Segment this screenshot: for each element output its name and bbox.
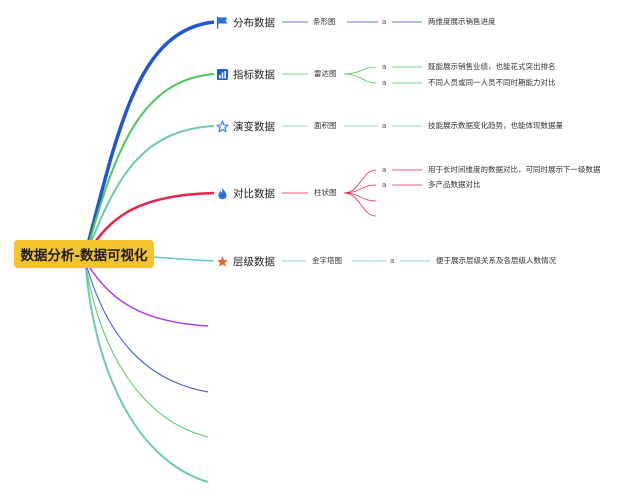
subtopic-label[interactable]: 柱状图 [314,188,337,197]
connector [343,73,377,84]
topic-label: 指标数据 [233,68,275,81]
topic-distribution[interactable]: 分布数据 [216,14,275,30]
leaf-item[interactable]: 不同人员或同一人员不同时期能力对比 [428,78,556,87]
empty-branch-4 [85,267,209,483]
topic-label: 分布数据 [233,16,275,29]
subtopic-label[interactable]: 金字塔图 [312,256,342,265]
topic-indicator[interactable]: 指标数据 [216,66,275,82]
connector [343,192,377,217]
star-outline-icon [216,119,229,132]
leaf-item[interactable]: 技能展示数据变化趋势，也能体现数据量 [428,121,563,130]
topic-label: 对比数据 [233,187,275,200]
marker: a [382,63,387,71]
marker: a [382,122,387,130]
marker: a [382,181,387,189]
empty-branch-1 [85,261,209,327]
chart-icon [217,68,228,80]
leaf-item[interactable]: 既能展示销售业绩，也能花式突出排名 [428,62,556,71]
connector [343,66,377,75]
leaf-item[interactable]: 两维度展示销售进度 [428,17,496,26]
subtopic-label[interactable]: 雷达图 [314,69,337,78]
marker: a [382,166,387,174]
flame-icon [218,187,227,199]
subtopic-label[interactable]: 面积图 [314,121,337,130]
connector [343,169,377,194]
branch-line-2 [85,73,215,255]
topic-comparison[interactable]: 对比数据 [216,185,275,201]
empty-branch-3 [85,265,209,438]
root-node[interactable]: 数据分析-数据可视化 [14,240,154,268]
marker: a [382,18,387,26]
marker: a [390,257,395,265]
topic-hierarchy[interactable]: 层级数据 [216,253,275,269]
branch-line-5 [151,256,215,262]
leaf-item[interactable]: 多产品数据对比 [428,180,481,189]
branch-line-1 [84,20,215,253]
connector [343,184,377,194]
star-icon [217,255,228,267]
leaf-item[interactable]: 用于长时间维度的数据对比，可同时展示下一级数据 [428,165,601,174]
branch-line-3 [85,125,215,256]
topic-label: 演变数据 [233,120,275,133]
topic-evolution[interactable]: 演变数据 [216,118,275,134]
subtopic-label[interactable]: 条形图 [313,17,336,26]
flag-icon [217,16,228,28]
leaf-item[interactable]: 便于展示层级关系及各层级人数情况 [436,256,556,265]
root-label: 数据分析-数据可视化 [20,248,148,264]
empty-branch-2 [85,263,209,393]
topic-label: 层级数据 [233,255,275,268]
marker: a [382,79,387,87]
